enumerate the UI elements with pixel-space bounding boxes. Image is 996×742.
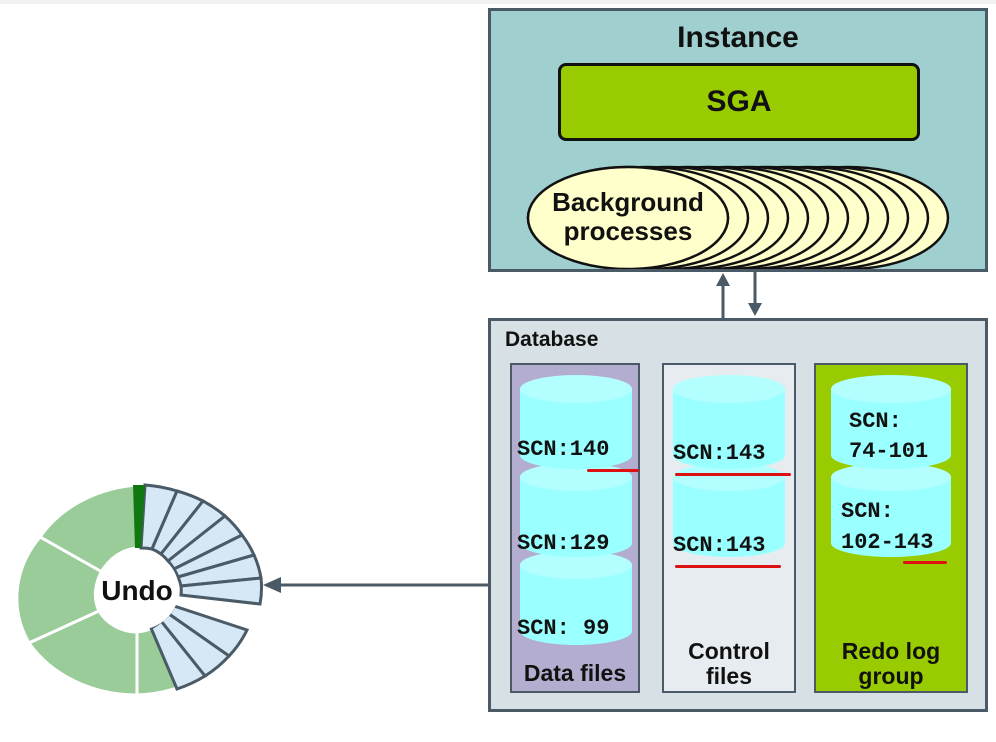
background-processes-line1: Background: [552, 187, 704, 217]
redo-log-scn-range: 102-143: [841, 530, 934, 555]
undo-label: Undo: [101, 575, 173, 606]
database-title: Database: [505, 328, 599, 351]
control-file-scn: SCN:143: [673, 533, 766, 558]
background-processes: Background processes: [526, 165, 950, 269]
background-processes-line2: processes: [564, 216, 693, 246]
sga-box: SGA: [558, 63, 920, 141]
redo-log-scn: SCN:: [849, 409, 902, 434]
redo-log-cylinders: [831, 375, 951, 557]
redo-log-group-panel: SCN: 74-101 SCN: 102-143 Redo log group: [814, 363, 968, 693]
data-files-label: Data files: [523, 660, 627, 686]
redo-log-label-line1: Redo log: [841, 638, 941, 664]
control-files-cylinders: [673, 375, 785, 557]
undo-segment: [26, 609, 139, 697]
database-box: Database SCN:140 SCN:129 SCN: 99 Data fi…: [488, 318, 988, 712]
redo-log-scn: SCN:: [841, 499, 894, 524]
undo-center: [95, 550, 179, 630]
data-file-scn: SCN:129: [517, 531, 610, 556]
control-files-panel: SCN:143 SCN:143 Control files: [662, 363, 796, 693]
scn-underline: [675, 473, 791, 476]
undo-block: [179, 576, 263, 606]
top-divider: [0, 0, 996, 4]
data-files-cylinders: [520, 375, 632, 645]
control-file-scn: SCN:143: [673, 441, 766, 466]
data-file-scn: SCN: 99: [517, 616, 610, 641]
instance-box: Instance SGA Background processes: [488, 8, 988, 272]
control-files-label-line1: Control: [688, 638, 770, 664]
undo-current-marker: [133, 485, 145, 548]
scn-underline: [587, 469, 639, 472]
redo-log-scn-range: 74-101: [849, 439, 929, 464]
instance-title: Instance: [677, 21, 799, 54]
scn-underline: [675, 565, 781, 568]
data-file-scn: SCN:140: [517, 437, 610, 462]
undo-arrow-head: [263, 577, 281, 593]
scn-underline: [903, 561, 947, 564]
data-files-panel: SCN:140 SCN:129 SCN: 99 Data files: [510, 363, 640, 693]
up-arrow-head: [716, 273, 730, 286]
redo-log-label-line2: group: [858, 663, 924, 689]
undo-ring: Undo: [15, 483, 263, 697]
process-ellipse-front: [526, 165, 730, 269]
down-arrow-head: [748, 303, 762, 316]
control-files-label-line2: files: [705, 663, 753, 689]
